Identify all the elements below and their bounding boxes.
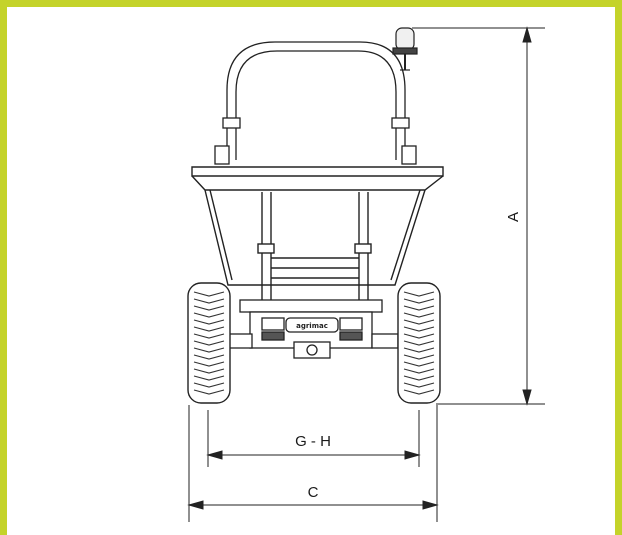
tread-mark xyxy=(193,305,225,311)
dimension-inner-width xyxy=(206,410,421,467)
dimension-label-gh: G - H xyxy=(295,433,331,450)
tread-mark xyxy=(403,375,435,381)
dimension-height xyxy=(412,26,545,406)
tread-mark xyxy=(403,326,435,332)
tread-mark xyxy=(403,333,435,339)
tread-mark xyxy=(193,361,225,367)
dimension-label-c: C xyxy=(308,484,319,501)
tread-mark xyxy=(193,382,225,388)
left-wheel xyxy=(187,282,231,404)
tread-mark xyxy=(403,354,435,360)
tread-mark xyxy=(193,333,225,339)
tread-mark xyxy=(403,291,435,297)
tread-mark xyxy=(193,319,225,325)
tread-mark xyxy=(193,347,225,353)
tread-mark xyxy=(403,319,435,325)
brand-logo: agrimac xyxy=(296,322,328,330)
tread-mark xyxy=(193,354,225,360)
tread-mark xyxy=(193,368,225,374)
tread-mark xyxy=(193,291,225,297)
dimension-overall-width xyxy=(187,405,439,522)
tread-mark xyxy=(403,368,435,374)
beacon-lamp xyxy=(392,27,418,71)
tread-mark xyxy=(193,298,225,304)
tread-mark xyxy=(403,382,435,388)
tread-mark xyxy=(403,361,435,367)
tread-mark xyxy=(193,375,225,381)
tread-mark xyxy=(403,298,435,304)
roll-bar xyxy=(214,41,417,165)
tread-mark xyxy=(193,312,225,318)
skip-body xyxy=(191,166,444,300)
tread-mark xyxy=(193,340,225,346)
dimension-label-a: A xyxy=(505,212,522,222)
tread-mark xyxy=(403,312,435,318)
tread-mark xyxy=(193,389,225,395)
chassis xyxy=(198,299,420,359)
tread-mark xyxy=(403,347,435,353)
tread-mark xyxy=(403,340,435,346)
right-wheel xyxy=(397,282,441,404)
tread-mark xyxy=(193,326,225,332)
tread-mark xyxy=(403,389,435,395)
tread-mark xyxy=(403,305,435,311)
